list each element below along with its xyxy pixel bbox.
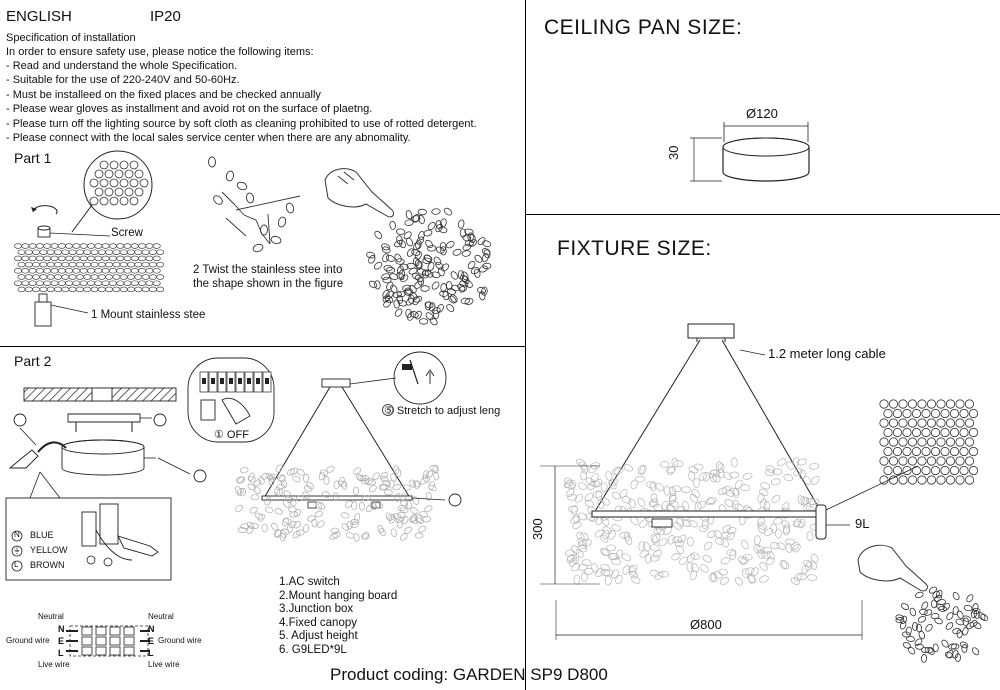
legend-item: 2.Mount hanging board [279, 590, 398, 602]
neutral-left: Neutral [38, 612, 64, 621]
terminal-n-right: N [148, 624, 155, 634]
ceiling-title: CEILING PAN SIZE: [544, 16, 743, 39]
ip-rating: IP20 [150, 8, 181, 25]
spec-intro: In order to ensure safety use, please no… [6, 46, 314, 58]
step2-line2: the shape shown in the figure [193, 278, 344, 290]
spec-item: - Must be installeed on the fixed places… [6, 89, 321, 101]
spec-item: - Please connect with the local sales se… [6, 132, 411, 144]
part1-title: Part 1 [14, 150, 52, 166]
legend-item: 6. G9LED*9L [279, 644, 347, 656]
neutral-right: Neutral [148, 612, 174, 621]
legend-item: 1.AC switch [279, 576, 340, 588]
stretch-label: ⑤ Stretch to adjust leng [384, 405, 501, 417]
product-coding: Product coding: GARDEN SP9 D800 [330, 665, 608, 684]
terminal-l-left: L [58, 648, 64, 658]
terminal-n-left: N [58, 624, 65, 634]
fixture-title: FIXTURE SIZE: [557, 237, 712, 260]
column-divider [525, 0, 526, 690]
wire-color-blue: BLUE [30, 530, 54, 540]
wire-code-n: N [14, 530, 20, 539]
spec-item: - Please wear gloves as installment and … [6, 103, 373, 115]
wire-color-brown: BROWN [30, 560, 65, 570]
legend-item: 4.Fixed canopy [279, 617, 357, 629]
screw-label: Screw [111, 227, 143, 239]
part2-title: Part 2 [14, 353, 52, 369]
fixture-height: 300 [530, 518, 545, 540]
live-right: Live wire [148, 660, 180, 669]
language-label: ENGLISH [6, 8, 72, 25]
terminal-e-left: E [58, 636, 65, 646]
step2-line1: 2 Twist the stainless stee into [193, 264, 343, 276]
ceiling-fixture-divider [525, 214, 1000, 215]
spec-item: - Please turn off the lighting source by… [6, 118, 477, 130]
ground-right: Ground wire [158, 636, 202, 645]
hand-pointer-icon [324, 168, 395, 218]
wire-color-yellow: YELLOW [30, 545, 68, 555]
step1-label: 1 Mount stainless stee [91, 309, 206, 321]
legend-item: 3.Junction box [279, 603, 354, 615]
wire-code-ground: ⏚ [13, 546, 21, 555]
part1-part2-divider [0, 346, 525, 347]
legend-item: 5. Adjust height [279, 630, 358, 642]
rotate-arrow-icon [31, 205, 58, 215]
off-label: ① OFF [214, 429, 249, 441]
spec-item: - Suitable for the use of 220-240V and 5… [6, 74, 240, 86]
magnifier-bubble [71, 150, 153, 233]
terminal-l-right: L [148, 648, 154, 658]
spec-item: - Read and understand the whole Specific… [6, 60, 238, 72]
terminal-e-right: E [148, 636, 155, 646]
live-left: Live wire [38, 660, 70, 669]
ceiling-diameter: Ø120 [746, 106, 778, 121]
bulb-label: 9L [855, 516, 870, 531]
hand-pointer-icon [857, 544, 928, 592]
fixture-diameter: Ø800 [690, 617, 722, 632]
cable-label: 1.2 meter long cable [768, 346, 886, 361]
ground-left: Ground wire [6, 636, 50, 645]
spec-title: Specification of installation [6, 32, 136, 44]
wire-code-l: L [14, 560, 19, 569]
